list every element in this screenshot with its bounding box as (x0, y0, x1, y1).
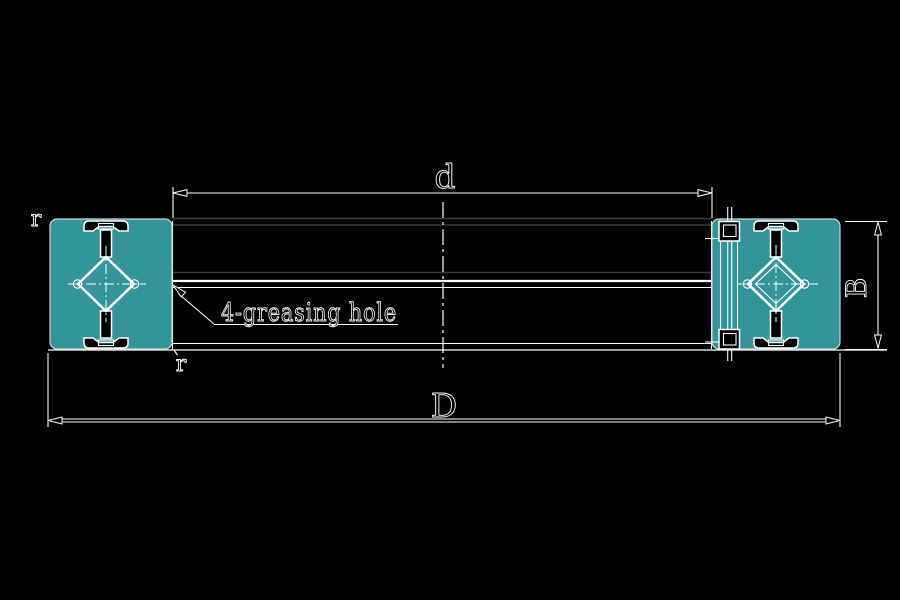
B-arrow-bottom (873, 334, 883, 350)
separator-top-box-inner (722, 224, 737, 238)
right-roller-pin-left (742, 279, 753, 289)
dimension-B: B (840, 220, 887, 351)
left-roller-pin-right (129, 279, 140, 289)
right-roller-pin-right (799, 279, 810, 289)
D-label: D (431, 386, 457, 425)
D-arrow-left (47, 416, 63, 425)
separator-bottom-box (718, 328, 741, 350)
dimension-D: D (47, 353, 841, 427)
greasing-leader-diagonal (179, 294, 215, 325)
outer-radius-label: r (31, 207, 42, 232)
inner-radius-leader (173, 349, 178, 356)
B-label: B (840, 278, 873, 299)
left-top-seal-insert (97, 222, 115, 230)
D-arrow-right (825, 416, 841, 425)
B-arrow-top (873, 220, 883, 236)
left-bottom-retainer (99, 310, 113, 339)
right-roller-diamond-inner (754, 263, 798, 305)
left-top-seal (83, 220, 129, 232)
left-roller-diamond (76, 255, 136, 313)
inner-radius-callout: r (173, 349, 187, 377)
greasing-leader-arrow (172, 284, 187, 298)
right-separator-column (705, 207, 741, 361)
left-roller-pin-left (72, 279, 83, 289)
left-bottom-seal-insert (97, 339, 115, 347)
right-top-seal-insert (767, 222, 785, 230)
greasing-hole-label: 4-greasing hole (221, 298, 397, 327)
left-ring-section (49, 218, 173, 350)
d-arrow-left (172, 188, 188, 198)
right-bottom-seal (753, 337, 799, 349)
right-roller-diamond (746, 255, 806, 313)
inner-radius-label: r (176, 352, 187, 377)
right-ring-section (705, 207, 841, 361)
separator-bottom-box-inner (722, 332, 737, 346)
right-bottom-seal-insert (767, 339, 785, 347)
left-bottom-seal (83, 337, 129, 349)
greasing-hole-callout: 4-greasing hole (172, 284, 398, 327)
d-label: d (434, 157, 455, 196)
right-bottom-retainer (769, 310, 783, 339)
right-top-seal (753, 220, 799, 232)
dimension-d: d (172, 157, 713, 218)
d-arrow-right (697, 188, 713, 198)
